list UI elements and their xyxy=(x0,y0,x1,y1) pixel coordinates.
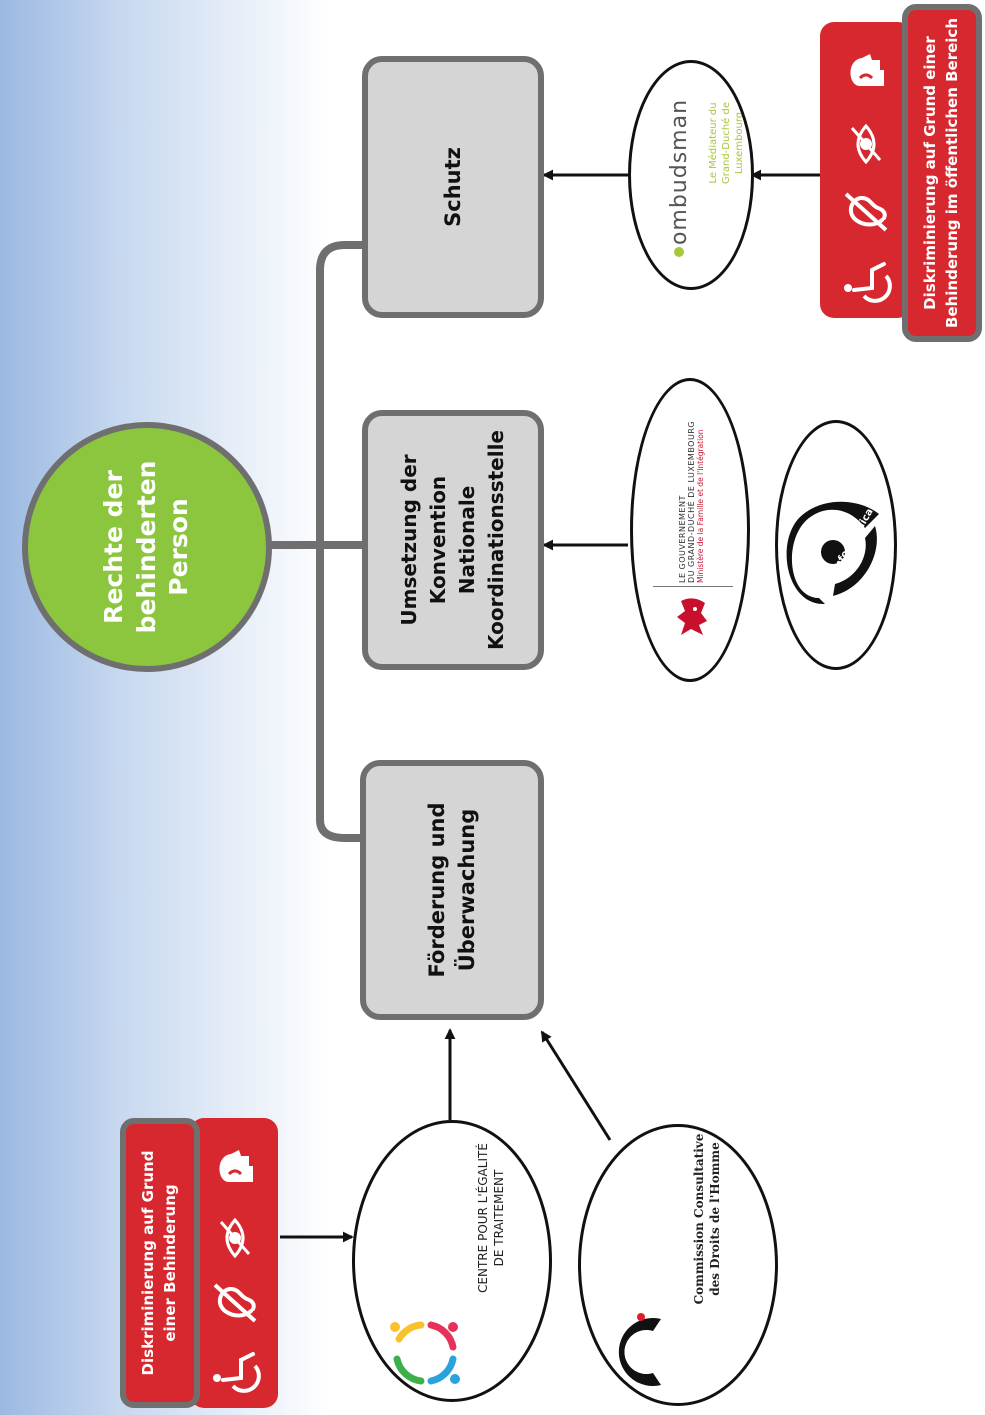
discrimination-label-right: Diskriminierung auf Grund einer Behinder… xyxy=(902,4,982,342)
eye-icon xyxy=(850,123,882,165)
discrimination-icons-right xyxy=(844,54,892,303)
category-box-schutz: Schutz xyxy=(362,56,544,318)
gouv-line1: LE GOUVERNEMENT xyxy=(677,495,687,583)
logo-info-handicap: info-handicap xyxy=(775,420,897,670)
category-box-foerderung: Förderung und Überwachung xyxy=(360,760,544,1020)
category-label-umsetzung: Umsetzung der Konvention Nationale Koord… xyxy=(397,430,508,650)
discrimination-icons-left xyxy=(213,1150,261,1393)
gouv-divider xyxy=(653,586,733,587)
wheelchair-icon xyxy=(213,1352,261,1393)
wheelchair-icon xyxy=(844,262,892,303)
cet-emblem-icon xyxy=(390,1321,460,1386)
hearing-icon xyxy=(213,1283,257,1323)
logo-cet: CENTRE POUR L'ÉGALITÉ DE TRAITEMENT xyxy=(352,1120,552,1402)
ombudsman-title: ombudsman xyxy=(659,78,699,278)
logo-ccdh: Commission Consultative des Droits de l'… xyxy=(578,1124,778,1406)
info-handicap-emblem-icon xyxy=(786,501,879,605)
red-lion-icon xyxy=(677,598,707,635)
ombudsman-subtitle: Le Médiateur du Grand-Duché de Luxembour… xyxy=(707,102,745,184)
center-node: Rechte der behinderten Person xyxy=(22,422,272,672)
center-label: Rechte der behinderten Person xyxy=(99,460,194,634)
logo-ombudsman: ombudsman Le Médiateur du Grand-Duché de… xyxy=(628,60,754,290)
head-icon xyxy=(850,54,884,86)
gouv-line3: Ministère de la Famille et de l'Intégrat… xyxy=(695,429,705,583)
cet-logo-text: CENTRE POUR L'ÉGALITÉ DE TRAITEMENT xyxy=(476,1143,506,1293)
logo-gouvernement: LE GOUVERNEMENT DU GRAND-DUCHÉ DE LUXEMB… xyxy=(630,378,750,682)
tree-connector xyxy=(256,241,374,842)
category-box-umsetzung: Umsetzung der Konvention Nationale Koord… xyxy=(362,410,544,670)
gouv-logo-text: LE GOUVERNEMENT DU GRAND-DUCHÉ DE LUXEMB… xyxy=(665,393,717,583)
ombudsman-dot-icon xyxy=(674,247,684,258)
hearing-icon xyxy=(844,192,888,232)
gouv-line2: DU GRAND-DUCHÉ DE LUXEMBOURG xyxy=(686,420,696,583)
discrimination-label-left: Diskriminierung auf Grund einer Behinder… xyxy=(120,1118,200,1408)
arrow-ccdh-to-foerderung xyxy=(540,1030,612,1141)
category-label-schutz: Schutz xyxy=(440,147,465,227)
eye-icon xyxy=(219,1217,251,1259)
head-icon xyxy=(219,1150,253,1182)
ccdh-emblem-icon xyxy=(618,1313,661,1386)
ccdh-logo-text: Commission Consultative des Droits de l'… xyxy=(692,1133,722,1305)
category-label-foerderung: Förderung und Überwachung xyxy=(424,802,479,978)
